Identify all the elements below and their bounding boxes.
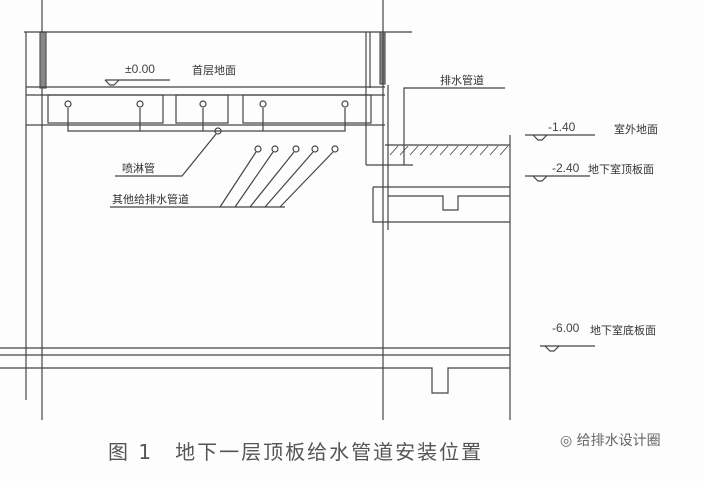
sprinkler-heads — [64, 100, 349, 108]
level-outdoor: -1.40 — [548, 120, 576, 134]
level-floor: -6.00 — [552, 321, 580, 335]
watermark: ◎ 给排水设计圈 — [560, 430, 661, 450]
label-drain-pipe: 排水管道 — [440, 74, 484, 87]
label-basement-roof: 地下室顶板面 — [588, 163, 654, 176]
other-pipes — [110, 145, 339, 208]
label-other-pipes: 其他给排水管道 — [112, 193, 189, 206]
level-ground: ±0.00 — [125, 62, 155, 76]
label-ground-floor: 首层地面 — [192, 64, 236, 77]
label-basement-floor: 地下室底板面 — [590, 324, 656, 337]
wechat-icon: ◎ — [560, 433, 573, 449]
level-roof: -2.40 — [552, 161, 580, 175]
watermark-text: 给排水设计圈 — [576, 433, 661, 449]
label-outdoor-ground: 室外地面 — [614, 123, 658, 136]
label-sprinkler-pipe: 喷淋管 — [122, 162, 155, 175]
figure-caption: 图 1 地下一层顶板给水管道安装位置 — [108, 440, 484, 464]
